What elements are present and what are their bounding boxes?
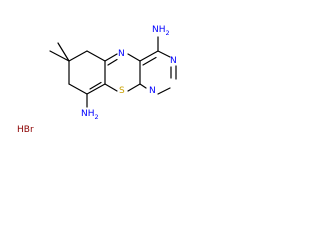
- pyrimidine-ring: [139, 36, 177, 95]
- bond: [127, 53, 141, 62]
- bond: [157, 87, 171, 95]
- methyl-bond: [57, 42, 70, 62]
- bond: [127, 83, 141, 92]
- methyl-bond: [49, 50, 70, 62]
- double-bond: [89, 81, 102, 90]
- ring-nitrogen-lower-label: N: [149, 86, 156, 96]
- double-bond: [107, 58, 118, 66]
- bond: [139, 83, 147, 89]
- hydrogen-bromide-label: HBr: [17, 125, 34, 135]
- cyclohexene-ring: [49, 42, 106, 108]
- sulfur-label: S: [119, 86, 125, 96]
- amine-top-label: NH2: [152, 25, 170, 37]
- bond: [68, 50, 88, 62]
- bond: [86, 50, 106, 62]
- double-bond: [142, 56, 157, 66]
- molecule-structure: NH2 N N N S NH2 HBr: [17, 25, 177, 135]
- bond: [139, 50, 159, 62]
- bond: [104, 83, 118, 92]
- bond: [104, 53, 118, 62]
- bond: [68, 83, 88, 95]
- ring-nitrogen-bridge-label: N: [118, 49, 125, 59]
- bond: [157, 50, 171, 58]
- amine-bottom-label: NH2: [81, 109, 99, 121]
- ring-nitrogen-upper-label: N: [170, 56, 177, 66]
- bond: [86, 83, 106, 95]
- thiazine-ring: [104, 53, 141, 92]
